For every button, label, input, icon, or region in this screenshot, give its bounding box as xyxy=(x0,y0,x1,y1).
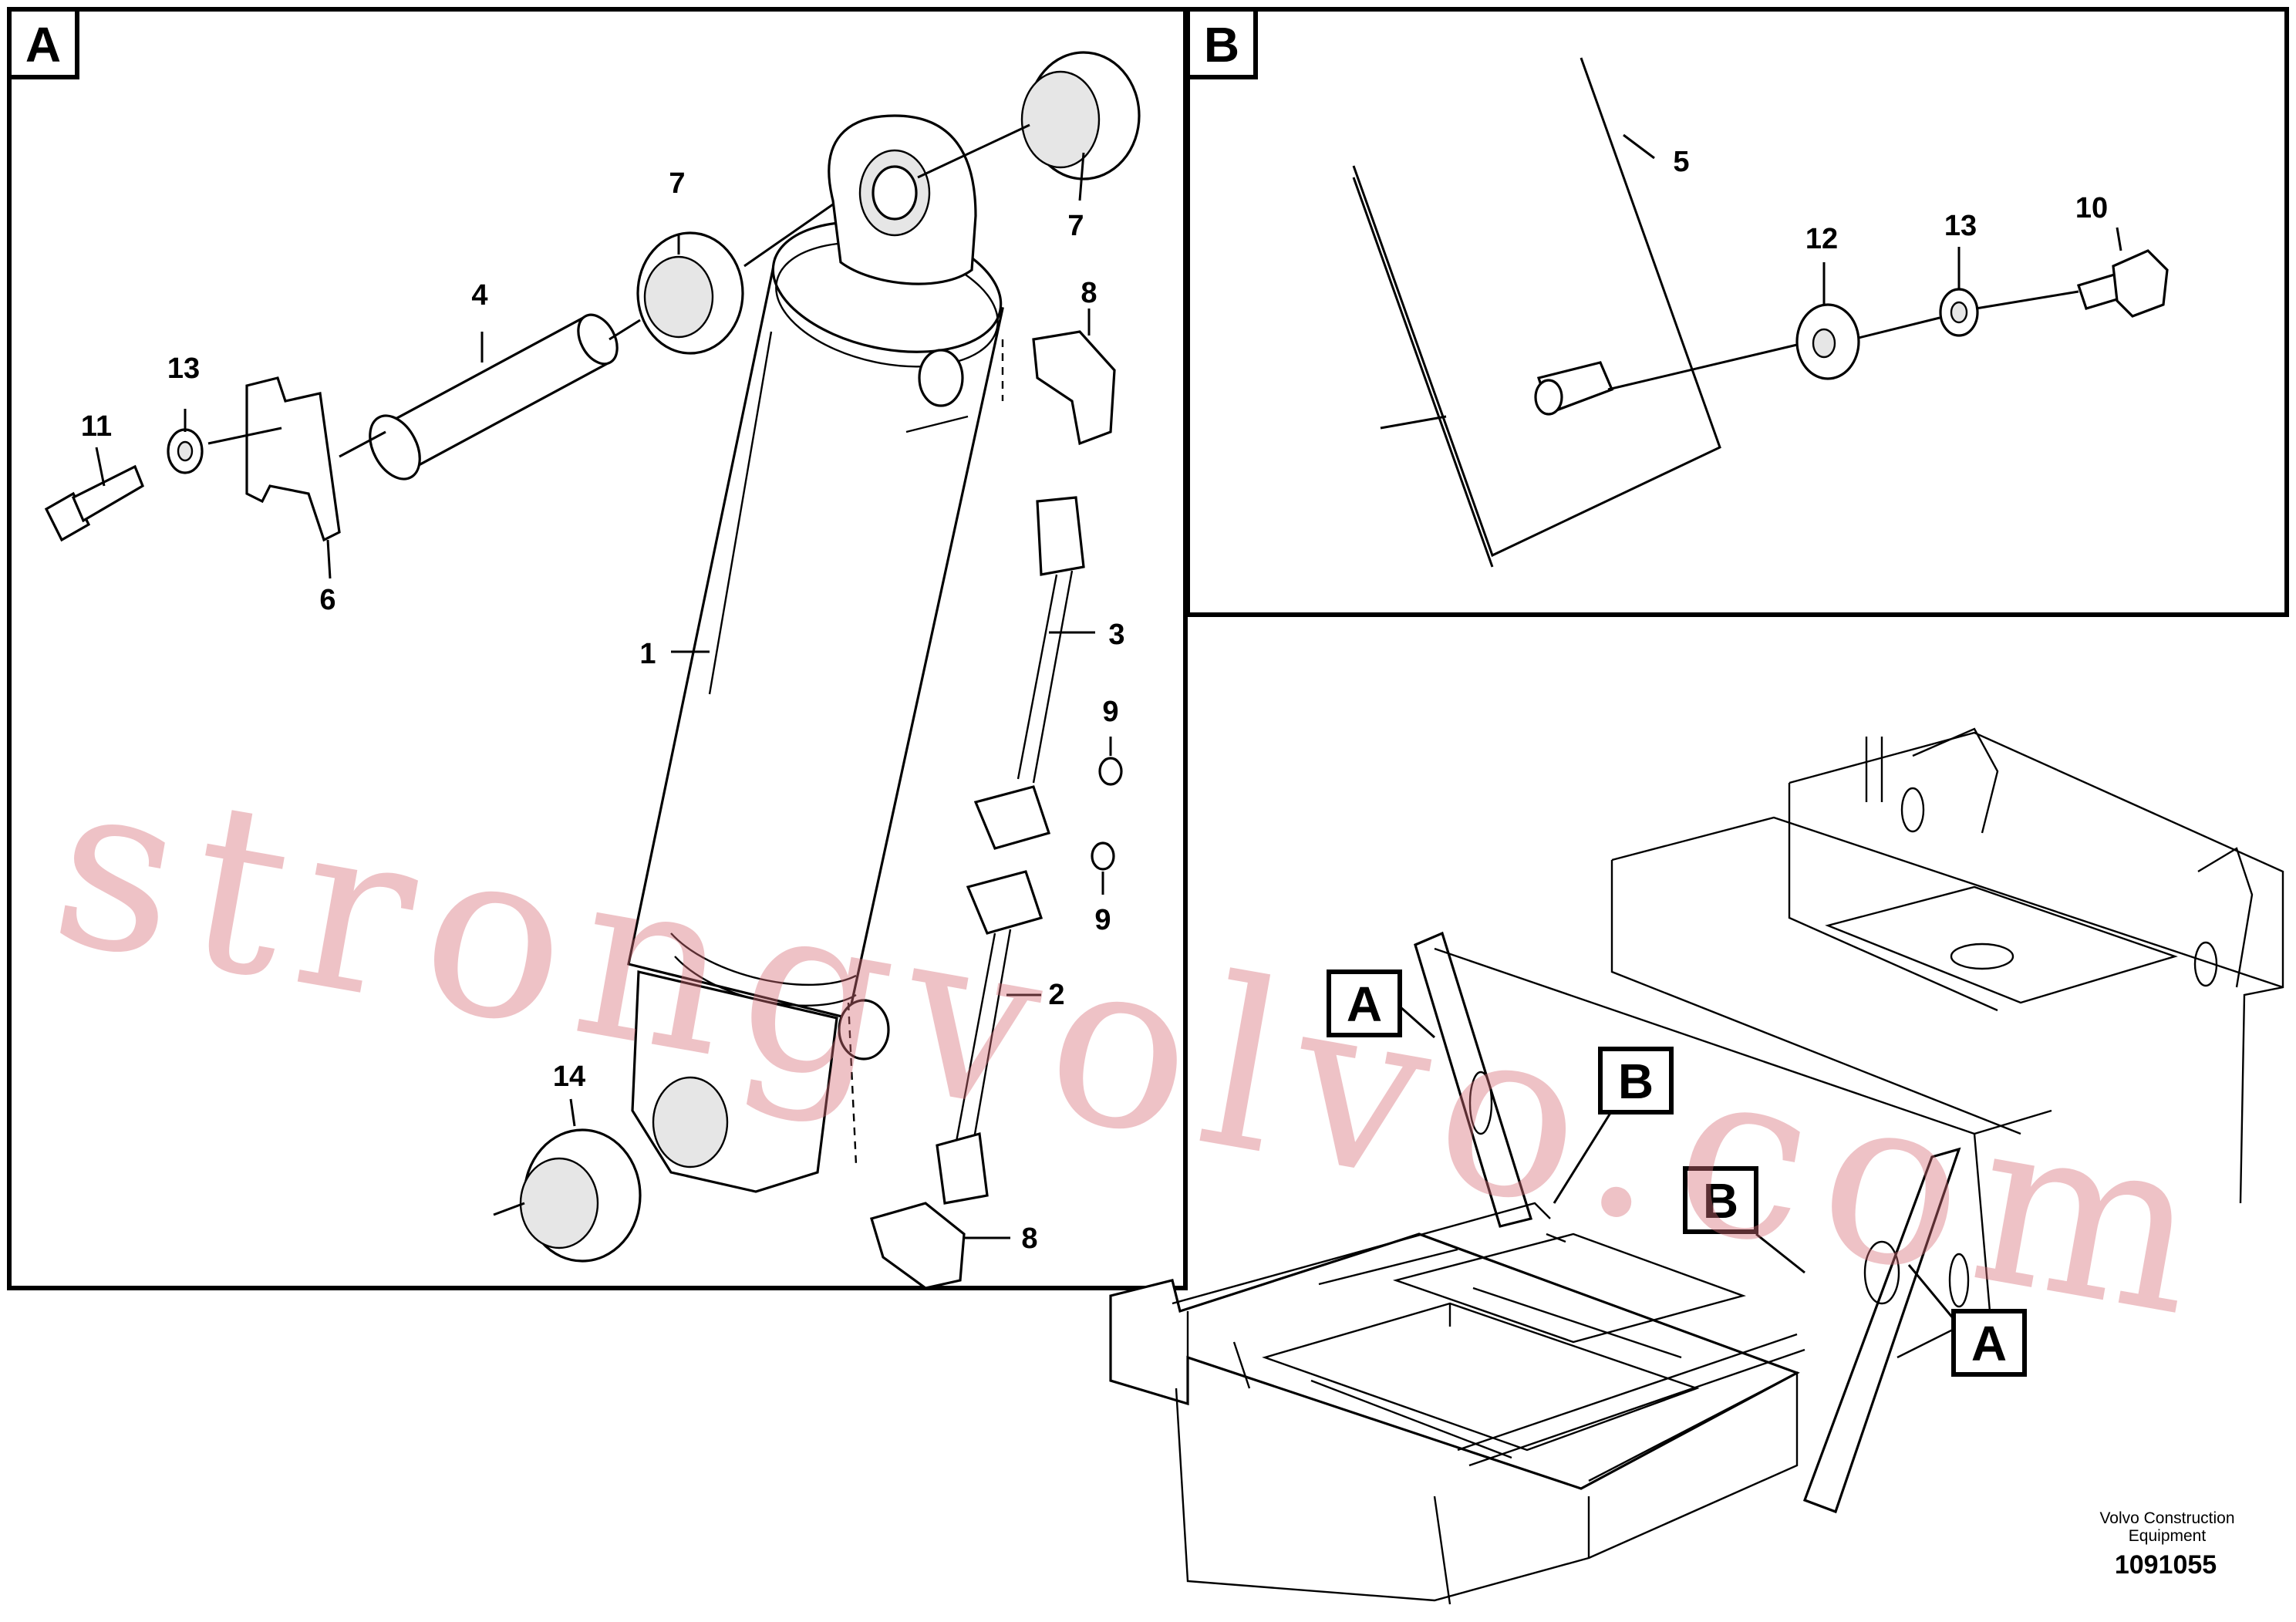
view-tag-a-left: A xyxy=(1347,976,1382,1032)
callout-7-upper: 7 xyxy=(1067,210,1084,242)
lever-plate xyxy=(1352,57,1721,568)
view-tag-b-lower: B xyxy=(1703,1173,1738,1229)
credit-line-1: Volvo Construction xyxy=(2099,1509,2234,1527)
callout-11: 11 xyxy=(81,410,112,443)
pin xyxy=(369,313,619,481)
panel-b-tag: B xyxy=(1204,17,1239,73)
callout-7-left: 7 xyxy=(669,167,685,200)
bolt-10 xyxy=(2076,249,2169,318)
view-tags: A B B A xyxy=(1327,969,2027,1377)
credit-line-2: Equipment xyxy=(2129,1527,2207,1545)
view-tag-a-right: A xyxy=(1971,1316,2007,1371)
lock-plate xyxy=(245,376,341,542)
rear-frame xyxy=(1610,727,2284,1204)
view-tag-b-upper: B xyxy=(1618,1054,1654,1109)
callout-5: 5 xyxy=(1673,146,1689,178)
callout-12: 12 xyxy=(1805,223,1838,255)
callout-4: 4 xyxy=(471,279,487,312)
credit-block: Volvo Construction Equipment 1091055 xyxy=(2099,1509,2234,1580)
callout-3: 3 xyxy=(1108,619,1124,651)
bushing-lower xyxy=(519,1128,642,1263)
hydraulic-fittings xyxy=(870,330,1123,1290)
bushing-left xyxy=(636,231,744,355)
callout-9-lower: 9 xyxy=(1094,904,1111,936)
washer-13 xyxy=(1939,288,1979,337)
bushing-upper xyxy=(1020,51,1141,180)
bolt-and-washer xyxy=(44,428,204,542)
callout-8-lower: 8 xyxy=(1021,1222,1037,1255)
callout-9-upper: 9 xyxy=(1102,696,1118,728)
callout-1: 1 xyxy=(639,638,656,670)
washer-12 xyxy=(1795,303,1860,380)
leader-lines-b xyxy=(1607,227,2122,391)
panel-b-tag-box xyxy=(1185,7,1258,79)
callout-2: 2 xyxy=(1048,979,1064,1011)
callout-10: 10 xyxy=(2075,192,2108,224)
callout-14: 14 xyxy=(553,1061,585,1093)
callout-6: 6 xyxy=(319,584,335,616)
callout-8-upper: 8 xyxy=(1081,277,1097,309)
callout-13-b: 13 xyxy=(1944,210,1977,242)
drawing-number: 1091055 xyxy=(2115,1550,2217,1580)
leader-lines-a xyxy=(95,123,1112,1239)
panel-b: B 5 12 13 xyxy=(1185,7,2289,617)
frame-overview xyxy=(1109,727,2284,1605)
panel-a-tag: A xyxy=(25,17,61,73)
main-frame xyxy=(1109,931,2052,1605)
hydraulic-cylinder xyxy=(627,114,1004,1193)
panel-a: A xyxy=(7,7,1188,1290)
callout-13: 13 xyxy=(167,352,200,385)
panel-a-tag-box xyxy=(7,7,79,79)
